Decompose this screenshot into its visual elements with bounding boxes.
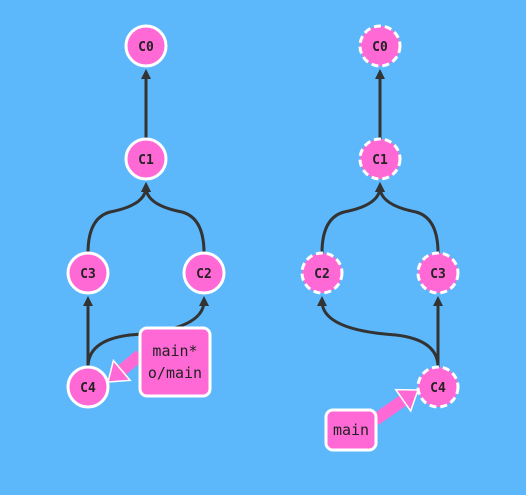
commit-label: C4 bbox=[430, 381, 446, 396]
commit-label: C1 bbox=[372, 153, 388, 168]
commit-circle bbox=[300, 251, 344, 295]
branch-ref-right: main bbox=[324, 408, 378, 452]
commit-label: C0 bbox=[138, 40, 154, 55]
ref-pointer-arrow-head-left bbox=[107, 358, 132, 383]
ref-pointer-arrow-shaft-left bbox=[117, 350, 144, 375]
branch-ref-label-right: main bbox=[333, 421, 369, 439]
edge-right-c2-to-c1 bbox=[320, 182, 385, 254]
branch-ref-left: main* o/main bbox=[138, 326, 212, 398]
commit-circle bbox=[358, 137, 402, 181]
edge-right-c3-to-c1 bbox=[375, 182, 440, 254]
commit-label: C2 bbox=[314, 267, 330, 282]
commit-node-right-c4: C4 bbox=[416, 365, 460, 409]
commit-node-left-c2: C2 bbox=[182, 251, 226, 295]
commit-node-left-c4: C4 bbox=[66, 365, 110, 409]
commit-circle bbox=[66, 251, 110, 295]
ref-pointer-arrow-head-right bbox=[394, 388, 420, 413]
commit-label: C4 bbox=[80, 381, 96, 396]
commit-node-right-c2: C2 bbox=[300, 251, 344, 295]
commit-node-left-c3: C3 bbox=[66, 251, 110, 295]
commit-circle bbox=[416, 251, 460, 295]
commit-circle bbox=[124, 137, 168, 181]
commit-circle bbox=[182, 251, 226, 295]
commit-node-right-c0: C0 bbox=[358, 24, 402, 68]
edge-right-c4-to-c2 bbox=[317, 296, 440, 368]
edges-layer bbox=[83, 69, 443, 368]
commit-circle bbox=[124, 24, 168, 68]
edge-left-c3-to-c1 bbox=[86, 182, 151, 254]
edge-left-c4-to-c2 bbox=[86, 296, 209, 368]
commit-label: C2 bbox=[196, 267, 212, 282]
branch-ref-box-right bbox=[324, 408, 378, 452]
commit-circle bbox=[66, 365, 110, 409]
commit-circle bbox=[358, 24, 402, 68]
edge-left-c2-to-c1 bbox=[141, 182, 206, 254]
refs-layer: main* o/main main bbox=[107, 326, 420, 452]
branch-ref-label-left: main* bbox=[152, 342, 197, 360]
commit-node-left-c1: C1 bbox=[124, 137, 168, 181]
ref-pointer-arrow-shaft-right bbox=[371, 395, 407, 425]
commit-label: C3 bbox=[80, 267, 96, 282]
commit-label: C3 bbox=[430, 267, 446, 282]
commit-node-right-c1: C1 bbox=[358, 137, 402, 181]
commit-label: C0 bbox=[372, 40, 388, 55]
commit-node-left-c0: C0 bbox=[124, 24, 168, 68]
commit-label: C1 bbox=[138, 153, 154, 168]
branch-ref-label-left: o/main bbox=[148, 364, 202, 382]
commit-node-right-c3: C3 bbox=[416, 251, 460, 295]
branch-ref-box-left bbox=[138, 326, 212, 398]
commit-circle bbox=[416, 365, 460, 409]
